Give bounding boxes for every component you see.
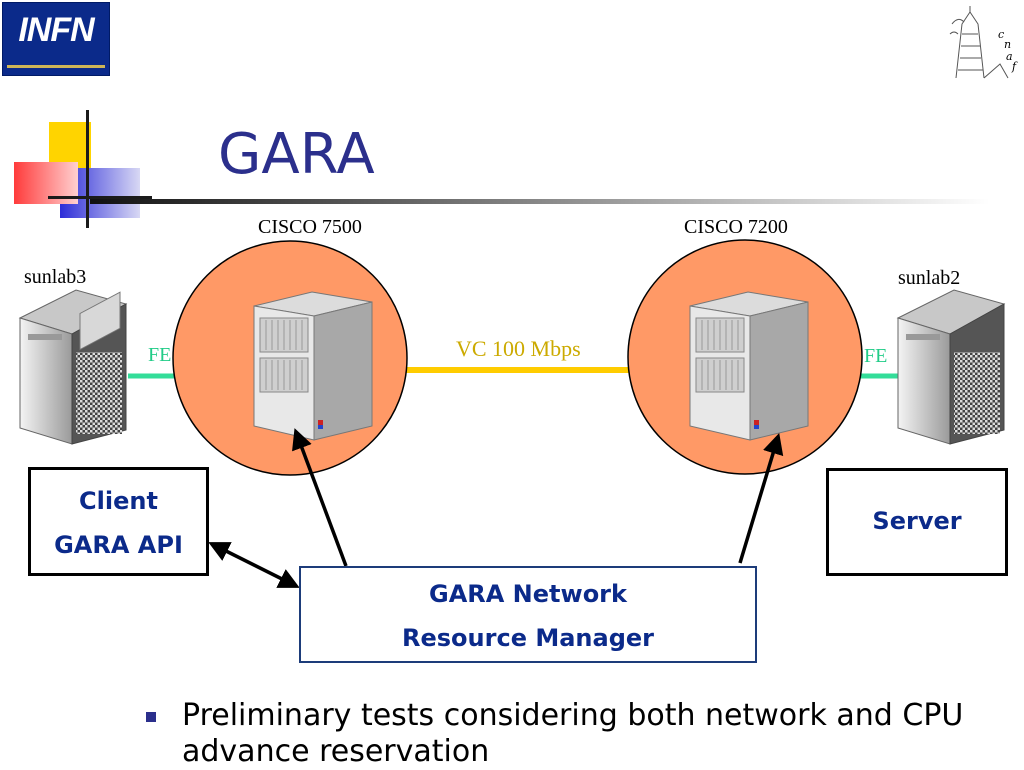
arrow-manager-to-router-right — [738, 432, 784, 564]
logo-text: INFN — [18, 11, 94, 49]
logo-underline — [7, 65, 105, 68]
router-icon — [689, 291, 809, 441]
fe-label-left: FE — [148, 344, 172, 366]
resource-manager-box: GARA Network Resource Manager — [299, 566, 757, 663]
infn-logo: INFN — [2, 2, 110, 76]
client-box-line1: Client — [79, 487, 158, 515]
arrow-manager-to-router-left — [292, 428, 348, 567]
client-box: Client GARA API — [28, 467, 209, 576]
fe-label-right: FE — [864, 345, 888, 367]
server-tower-icon — [18, 289, 128, 445]
svg-text:a: a — [1006, 50, 1013, 63]
router-right-label: CISCO 7200 — [684, 216, 788, 238]
title-rule — [90, 199, 990, 204]
vc-link-label: VC 100 Mbps — [456, 336, 581, 361]
router-left-label: CISCO 7500 — [258, 216, 362, 238]
title-decoration — [14, 110, 152, 228]
manager-box-line1: GARA Network — [429, 580, 627, 608]
host-right-label: sunlab2 — [898, 267, 961, 289]
slide-title: GARA — [218, 122, 375, 187]
bullet-square-icon — [146, 712, 156, 722]
server-box-label: Server — [872, 507, 962, 535]
host-left-label: sunlab3 — [24, 266, 87, 288]
router-icon — [253, 291, 373, 441]
svg-text:n: n — [1004, 38, 1011, 51]
client-box-line2: GARA API — [54, 531, 183, 559]
manager-box-line2: Resource Manager — [402, 624, 654, 652]
server-box: Server — [826, 468, 1008, 576]
bullet-text: Preliminary tests considering both netwo… — [182, 698, 964, 769]
svg-text:f: f — [1011, 60, 1018, 73]
arrow-client-manager — [208, 542, 300, 588]
svg-text:c: c — [998, 28, 1004, 41]
cnaf-logo: c n a f — [948, 4, 1022, 80]
server-tower-icon — [896, 289, 1006, 445]
